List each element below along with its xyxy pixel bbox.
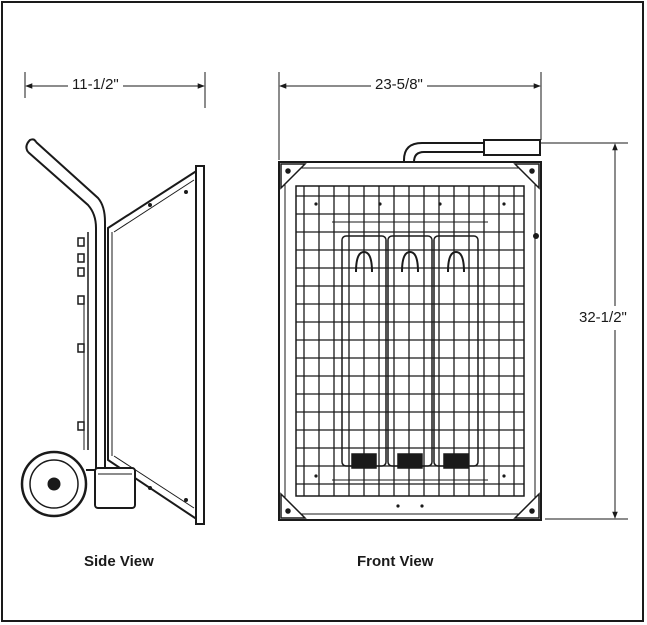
- side-width-dimension: 11-1/2": [68, 77, 123, 93]
- hand-truck-handle: [25, 138, 106, 470]
- front-height-dimension: 32-1/2": [577, 306, 629, 330]
- side-view-caption: Side View: [84, 553, 154, 570]
- wheel: [20, 450, 96, 518]
- heater-housing-side: [107, 165, 205, 525]
- front-height-dimension-line: [540, 142, 628, 520]
- front-view-caption: Front View: [357, 553, 434, 570]
- frame-brackets: [77, 237, 85, 431]
- heating-elements: [332, 221, 488, 481]
- screws: [314, 202, 539, 508]
- wire-grille: [296, 186, 524, 496]
- front-view-drawing: [278, 72, 628, 521]
- corner-brackets: [280, 163, 540, 519]
- base-plate: [94, 467, 136, 509]
- front-width-dimension: 23-5/8": [371, 77, 427, 93]
- side-view-drawing: [20, 72, 206, 525]
- front-handle: [403, 139, 541, 170]
